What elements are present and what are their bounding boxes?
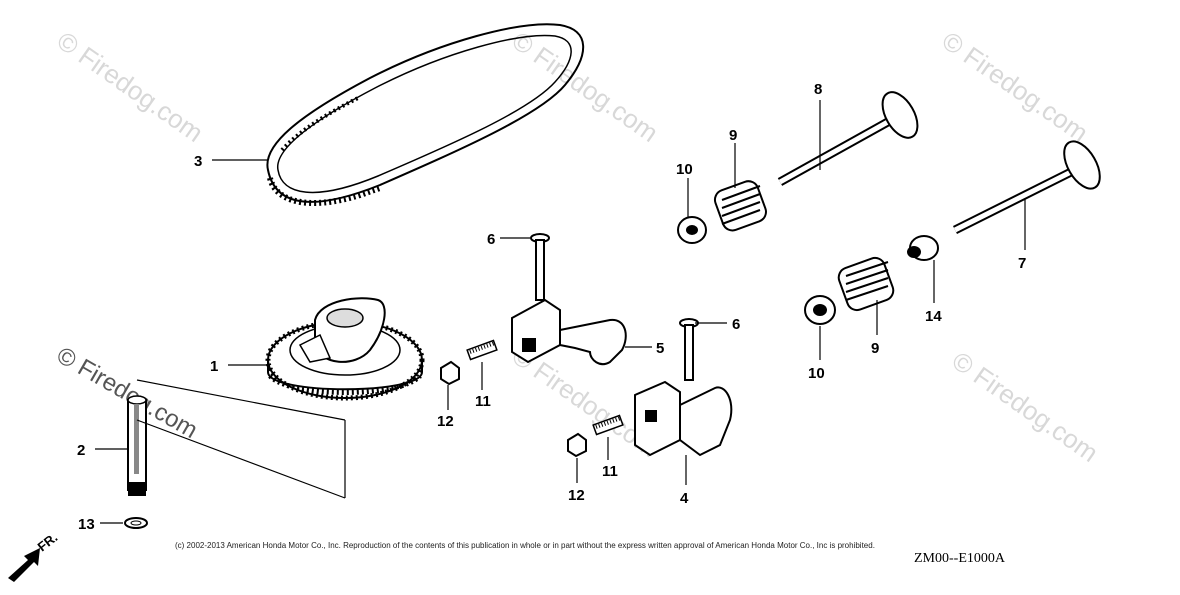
timing-belt (266, 23, 585, 206)
valve-spring (837, 256, 895, 312)
callout-14: 14 (925, 308, 942, 325)
callout-13: 13 (78, 516, 95, 533)
valve-spring (713, 180, 767, 232)
cam-gear (265, 297, 425, 401)
callout-12: 12 (568, 487, 585, 504)
callout-12: 12 (437, 413, 454, 430)
callout-11: 11 (602, 463, 618, 480)
valve-rotator (907, 235, 939, 261)
watermark: © Firedog.com (947, 345, 1104, 468)
callouts: 3 1 2 13 6 6 5 4 8 7 9 9 10 10 14 11 11 … (77, 81, 1026, 533)
diagram-code: ZM00--E1000A (914, 551, 1005, 566)
callout-7: 7 (1018, 255, 1026, 272)
camshaft (127, 379, 346, 499)
lock-nut (440, 360, 460, 386)
watermark: © Firedog.com (937, 25, 1094, 148)
callout-8: 8 (814, 81, 822, 98)
callout-11: 11 (475, 393, 491, 410)
leader-lines (95, 100, 1026, 524)
callout-9: 9 (729, 127, 737, 144)
callout-6: 6 (732, 316, 740, 333)
callout-2: 2 (77, 442, 85, 459)
spring-retainer (677, 216, 707, 244)
callout-3: 3 (194, 153, 202, 170)
rocker-pin (530, 233, 550, 301)
callout-10: 10 (808, 365, 825, 382)
callout-6: 6 (487, 231, 495, 248)
callout-5: 5 (656, 340, 664, 357)
intake-valve (777, 91, 919, 186)
washer (124, 517, 148, 529)
spring-retainer (804, 295, 836, 325)
adjusting-screw (592, 414, 624, 436)
callout-9: 9 (871, 340, 879, 357)
exhaust-valve (952, 140, 1101, 235)
callout-1: 1 (210, 358, 218, 375)
adjusting-screw (466, 339, 498, 361)
watermark: © Firedog.com (52, 25, 209, 148)
callout-10: 10 (676, 161, 693, 178)
watermarks: © Firedog.com © Firedog.com © Firedog.co… (52, 25, 1104, 468)
rocker-pin (679, 318, 699, 381)
front-arrow-icon: FR. (8, 530, 60, 582)
callout-4: 4 (680, 490, 689, 507)
rocker-arm (634, 380, 733, 457)
rocker-arm (511, 298, 627, 366)
lock-nut (567, 432, 587, 458)
copyright-notice: (c) 2002-2013 American Honda Motor Co., … (175, 541, 875, 550)
watermark: © Firedog.com (507, 25, 664, 148)
